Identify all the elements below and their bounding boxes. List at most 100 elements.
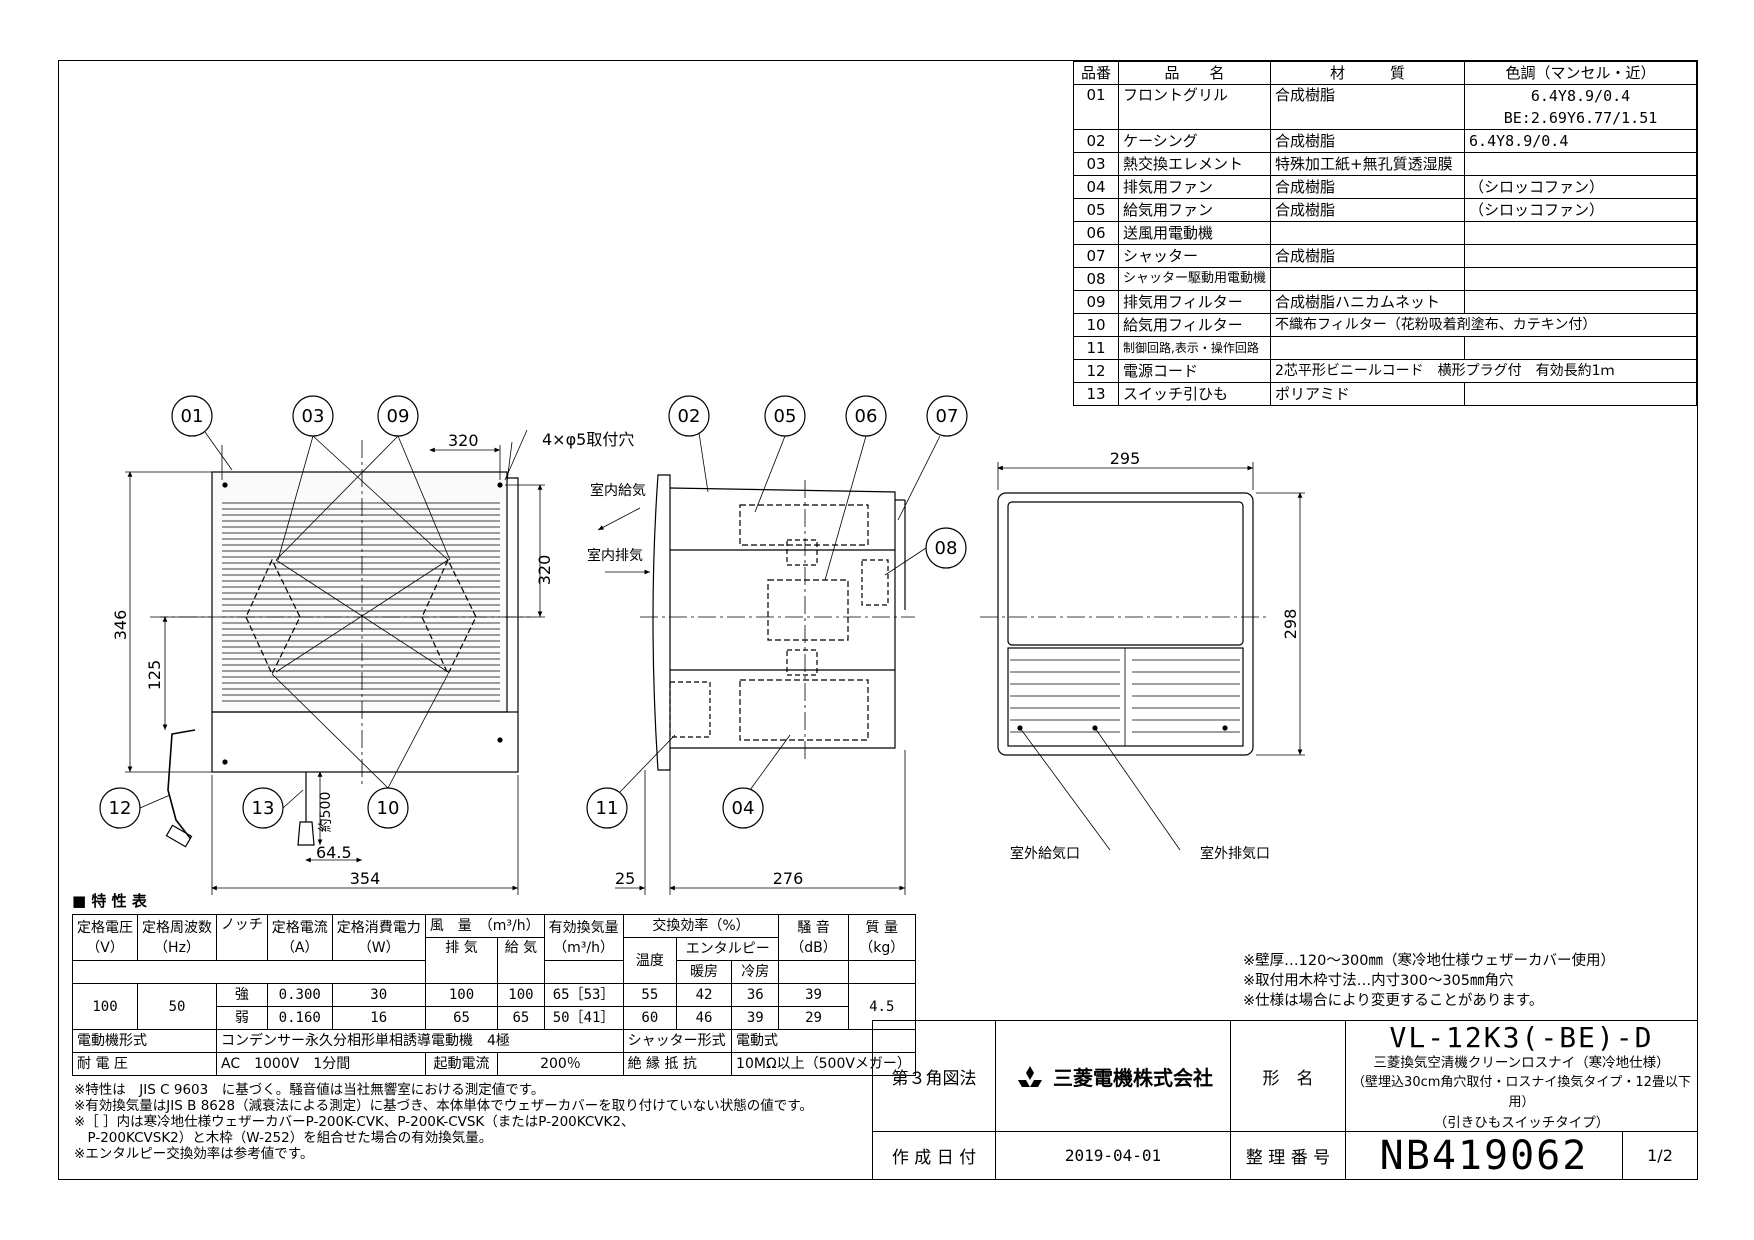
model-desc-3: （引きひもスイッチタイプ） <box>1433 1115 1610 1131</box>
part-color: 6.4Y8.9/0.4 <box>1464 84 1697 107</box>
part-no: 01 <box>1073 84 1119 130</box>
part-no: 03 <box>1073 152 1119 176</box>
part-material: 合成樹脂 <box>1270 244 1466 268</box>
shutter-type-label: シャッター形式 <box>622 1029 733 1053</box>
part-material: 合成樹脂 <box>1270 84 1466 130</box>
company-name-block: 三菱電機株式会社 <box>995 1020 1231 1132</box>
hdr-current-unit: （A） <box>280 939 319 956</box>
part-color <box>1464 290 1697 314</box>
hdr-mass-unit: （kg） <box>859 939 905 956</box>
hdr-notch: ノッチ <box>216 914 268 961</box>
footnote: ※エンタルピー交換効率は参考値です。 <box>74 1146 314 1162</box>
spec-title: ■ 特 性 表 <box>72 892 147 910</box>
hdr-spacer <box>72 960 426 984</box>
date-label: 作 成 日 付 <box>872 1131 996 1180</box>
part-name: 電源コード <box>1117 359 1272 383</box>
spec-notch: 弱 <box>216 1006 268 1030</box>
spec-heating: 42 <box>676 983 733 1007</box>
hdr-noise-unit: （dB） <box>790 939 837 956</box>
model-number: VL-12K3(-BE)-D <box>1389 1021 1654 1054</box>
start-current: 200％ <box>497 1052 624 1076</box>
part-material <box>1270 267 1466 291</box>
part-color <box>1464 336 1697 360</box>
hdr-airflow: 風 量 （m³/h） <box>424 914 545 938</box>
header-part-no: 品番 <box>1073 61 1119 85</box>
footnote: ※特性は JIS C 9603 に基づく。騒音値は当社無響室における測定値です。 <box>74 1082 545 1098</box>
header-part-name: 品 名 <box>1117 61 1272 85</box>
hdr-effective-unit: （m³/h） <box>553 939 614 956</box>
spec-frequency: 50 <box>137 983 217 1030</box>
model-block: VL-12K3(-BE)-D 三菱換気空清機クリーンロスナイ（寒冷地仕様） （壁… <box>1345 1020 1698 1132</box>
hdr-heating: 暖房 <box>676 960 733 984</box>
hdr-spacer-3 <box>778 960 849 984</box>
part-name: 制御回路,表示・操作回路 <box>1117 336 1272 360</box>
hdr-enthalpy: エンタルピー <box>676 937 780 961</box>
hdr-cooling: 冷房 <box>731 960 780 984</box>
part-material: 2芯平形ビニールコード 横形プラグ付 有効長約1ｍ <box>1270 359 1697 383</box>
company-name: 三菱電機株式会社 <box>1053 1065 1213 1090</box>
spec-exhaust: 100 <box>424 983 499 1007</box>
footnote: ※［ ］内は寒冷地仕様ウェザーカバーP-200K-CVK、P-200K-CVSK… <box>74 1114 635 1130</box>
part-name: スイッチ引ひも <box>1117 382 1272 406</box>
model-desc-1: 三菱換気空清機クリーンロスナイ（寒冷地仕様） <box>1373 1055 1670 1071</box>
hdr-mass: 質 量 （kg） <box>847 914 916 961</box>
part-no: 13 <box>1073 382 1119 406</box>
hdr-spacer-2 <box>543 960 624 984</box>
document-number: NB419062 <box>1345 1131 1623 1180</box>
hdr-voltage: 定格電圧（V） <box>72 914 138 961</box>
part-color: （シロッコファン） <box>1464 175 1697 199</box>
insulation-label: 絶 縁 抵 抗 <box>622 1052 733 1076</box>
spec-temp: 60 <box>622 1006 678 1030</box>
spec-effective: 65［53］ <box>543 983 624 1007</box>
header-material: 材 質 <box>1270 61 1466 85</box>
hdr-mass-label: 質 量 <box>865 919 898 936</box>
motor-type: コンデンサー永久分相形単相誘導電動機 4極 <box>216 1029 624 1053</box>
spec-noise: 39 <box>778 983 849 1007</box>
hdr-temp: 温度 <box>622 937 678 984</box>
install-note: ※取付用木枠寸法…内寸300～305㎜角穴 <box>1243 973 1514 989</box>
part-name: 給気用フィルター <box>1117 313 1272 337</box>
part-color: （シロッコファン） <box>1464 198 1697 222</box>
part-material: 合成樹脂ハニカムネット <box>1270 290 1466 314</box>
part-material: 合成樹脂 <box>1270 198 1466 222</box>
spec-current: 0.300 <box>266 983 333 1007</box>
part-no: 02 <box>1073 129 1119 153</box>
hdr-effective: 有効換気量（m³/h） <box>543 914 624 961</box>
spec-effective: 50［41］ <box>543 1006 624 1030</box>
spec-power: 16 <box>331 1006 426 1030</box>
part-color <box>1464 152 1697 176</box>
spec-heating: 46 <box>676 1006 733 1030</box>
part-color <box>1464 221 1697 245</box>
hdr-noise: 騒 音（dB） <box>778 914 849 961</box>
part-color <box>1464 382 1697 406</box>
part-name: 熱交換エレメント <box>1117 152 1272 176</box>
spec-supply: 65 <box>497 1006 545 1030</box>
parts-row-cont: BE:2.69Y6.77/1.51 <box>1074 107 1697 130</box>
hdr-current-label: 定格電流 <box>271 919 328 936</box>
hdr-spacer-4 <box>847 960 916 984</box>
part-name: シャッター駆動用電動機 <box>1117 267 1272 291</box>
part-name: 排気用ファン <box>1117 175 1272 199</box>
spec-power: 30 <box>331 983 426 1007</box>
part-no: 06 <box>1073 221 1119 245</box>
hdr-power-label: 定格消費電力 <box>336 919 421 936</box>
spec-temp: 55 <box>622 983 678 1007</box>
part-no: 08 <box>1073 267 1119 291</box>
part-name: フロントグリル <box>1117 84 1272 130</box>
spec-voltage: 100 <box>72 983 138 1030</box>
part-name: ケーシング <box>1117 129 1272 153</box>
shutter-type: 電動式 <box>731 1029 916 1053</box>
hdr-current: 定格電流 （A） <box>266 914 333 961</box>
part-material: 合成樹脂 <box>1270 175 1466 199</box>
hdr-exhaust: 排 気 <box>424 937 499 984</box>
